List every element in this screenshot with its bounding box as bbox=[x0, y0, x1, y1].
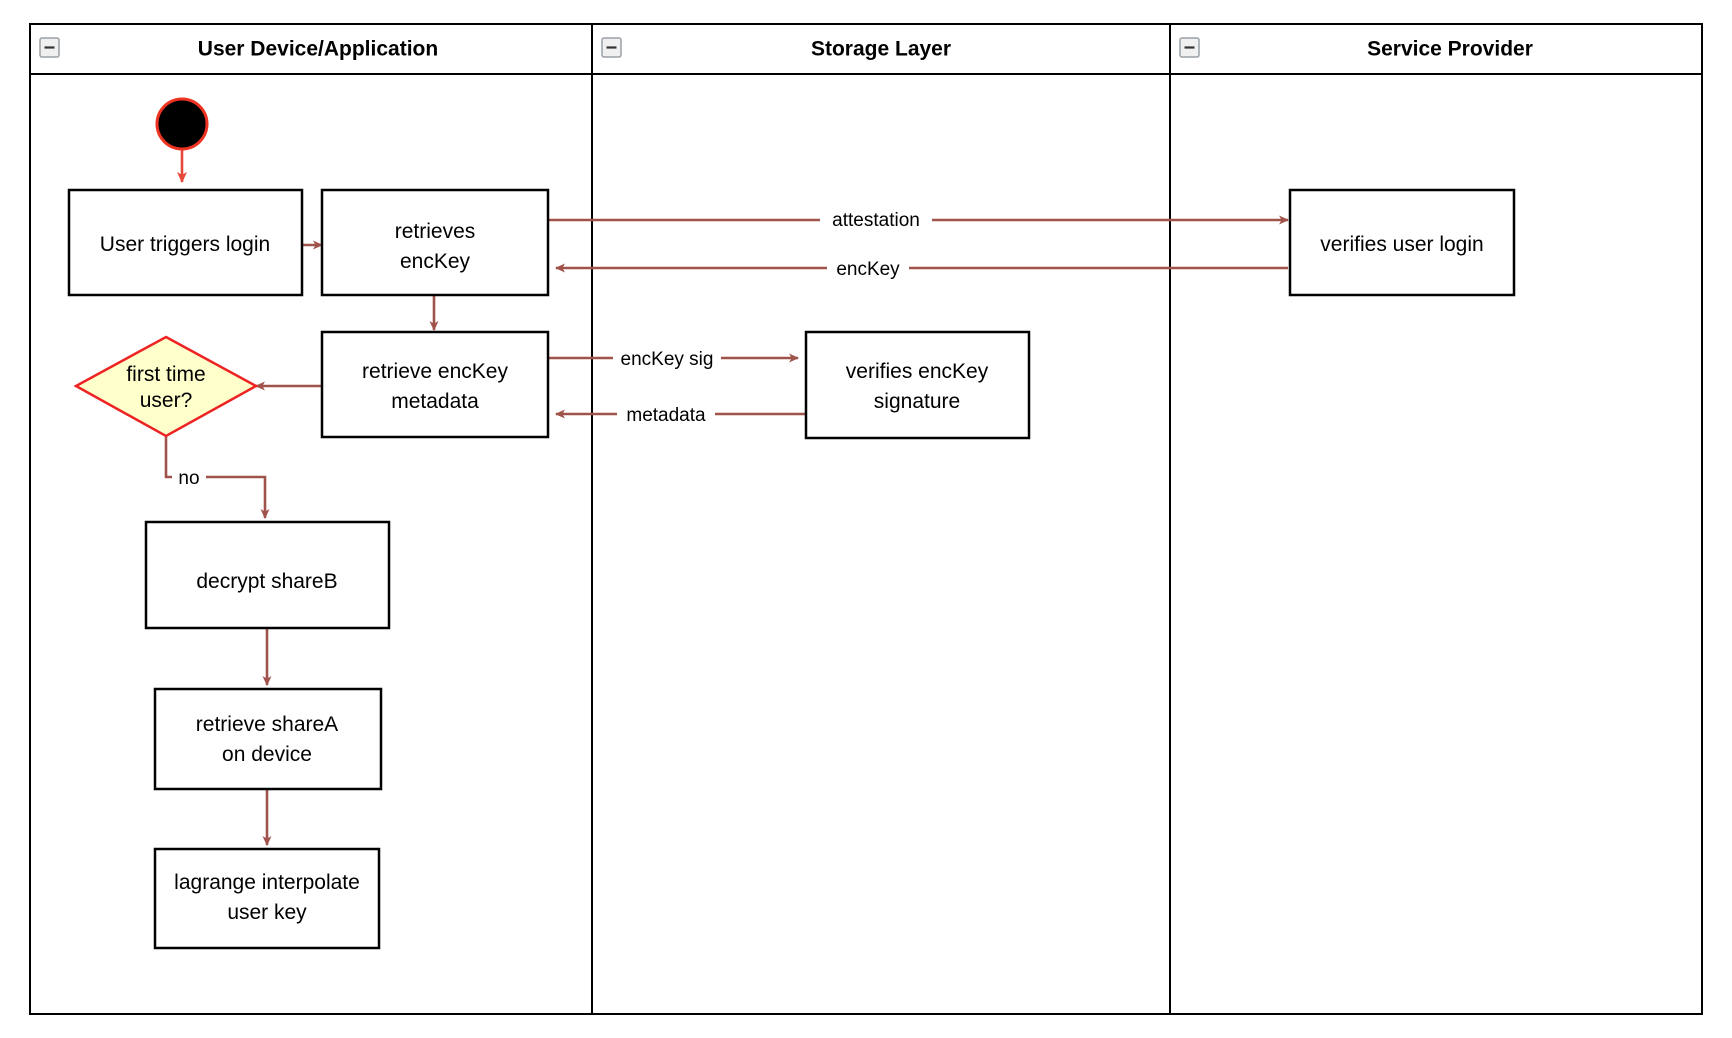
lane-header-service-provider bbox=[1169, 23, 1703, 75]
lane-title-storage-layer: Storage Layer bbox=[811, 38, 951, 61]
node-label-retrieves-enckey-line2: encKey bbox=[400, 250, 471, 273]
node-decrypt-shareb[interactable]: decrypt shareB bbox=[144, 520, 391, 630]
node-label-verifies-enckey-signature-line1: verifies encKey bbox=[846, 360, 989, 383]
node-lagrange-interpolate-user-key[interactable]: lagrange interpolate user key bbox=[153, 847, 381, 950]
node-user-triggers-login[interactable]: User triggers login bbox=[67, 188, 304, 297]
node-label-retrieve-enckey-metadata-line1: retrieve encKey bbox=[362, 360, 508, 383]
minus-box-icon[interactable] bbox=[1179, 37, 1200, 58]
minus-box-icon[interactable] bbox=[601, 37, 622, 58]
node-label-retrieve-sharea-line1: retrieve shareA bbox=[196, 713, 338, 736]
node-verifies-user-login[interactable]: verifies user login bbox=[1288, 188, 1516, 297]
edge-label-enckey: encKey bbox=[836, 259, 900, 280]
initial-node bbox=[155, 97, 209, 151]
node-first-time-user[interactable]: first time user? bbox=[73, 335, 259, 438]
node-label-user-triggers-login: User triggers login bbox=[100, 233, 270, 256]
node-retrieve-sharea-on-device[interactable]: retrieve shareA on device bbox=[153, 687, 383, 791]
edge-label-bg-metadata bbox=[617, 402, 715, 426]
node-label-lagrange-line1: lagrange interpolate bbox=[174, 871, 360, 894]
lane-body-storage-layer bbox=[591, 23, 1171, 1015]
lane-header-user-device bbox=[29, 23, 593, 75]
minus-box-icon[interactable] bbox=[39, 37, 60, 58]
edge-label-attestation: attestation bbox=[832, 210, 920, 231]
edge-label-bg-no bbox=[172, 465, 206, 489]
node-label-verifies-enckey-signature-line2: signature bbox=[874, 390, 960, 413]
node-label-retrieve-enckey-metadata-line2: metadata bbox=[391, 390, 479, 413]
edge-decision-to-decrypt bbox=[164, 419, 270, 519]
node-label-retrieve-sharea-line2: on device bbox=[222, 743, 312, 766]
lane-title-user-device: User Device/Application bbox=[198, 38, 438, 61]
edge-label-enckey-sig: encKey sig bbox=[621, 349, 714, 370]
node-label-first-time-user-line1: first time bbox=[126, 363, 205, 386]
node-label-lagrange-line2: user key bbox=[227, 901, 307, 924]
lane-body-service-provider bbox=[1169, 23, 1703, 1015]
lane-title-service-provider: Service Provider bbox=[1367, 38, 1533, 61]
node-label-decrypt-shareb: decrypt shareB bbox=[196, 570, 337, 593]
lane-header-storage-layer bbox=[591, 23, 1171, 75]
node-verifies-enckey-signature[interactable]: verifies encKey signature bbox=[804, 330, 1031, 440]
edge-label-no: no bbox=[178, 468, 199, 489]
edge-label-bg-enckey bbox=[827, 256, 909, 280]
node-label-verifies-user-login: verifies user login bbox=[1320, 233, 1483, 256]
edge-label-bg-attestation bbox=[820, 207, 932, 231]
node-label-retrieves-enckey-line1: retrieves bbox=[395, 220, 476, 243]
node-retrieves-enckey[interactable]: retrieves encKey bbox=[320, 188, 550, 297]
edge-label-metadata: metadata bbox=[626, 405, 706, 426]
node-retrieve-enckey-metadata[interactable]: retrieve encKey metadata bbox=[320, 330, 550, 439]
edge-label-bg-enckey-sig bbox=[613, 346, 721, 370]
node-label-first-time-user-line2: user? bbox=[140, 389, 193, 412]
